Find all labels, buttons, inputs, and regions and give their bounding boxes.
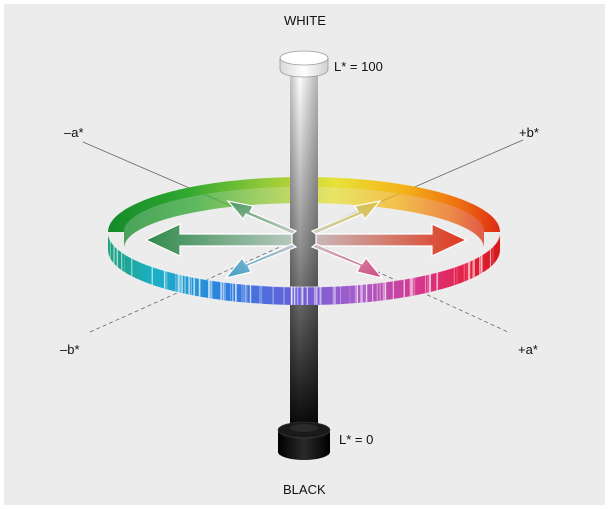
pos-a-label: +a* xyxy=(518,343,538,356)
arrow-pos-a xyxy=(316,224,466,256)
black-cylinder-base-icon xyxy=(278,422,330,460)
black-label: BLACK xyxy=(283,483,326,496)
arrow-lower-right xyxy=(312,244,382,278)
arrow-upper-left xyxy=(228,201,296,234)
l-max-label: L* = 100 xyxy=(334,60,383,73)
arrow-lower-left xyxy=(226,244,296,278)
lightness-column xyxy=(290,74,318,424)
white-label: WHITE xyxy=(284,14,326,27)
neg-a-label: –a* xyxy=(64,126,84,139)
arrow-upper-right xyxy=(312,201,380,234)
white-cylinder-cap-icon xyxy=(280,51,328,77)
l-min-label: L* = 0 xyxy=(339,433,373,446)
neg-b-label: –b* xyxy=(60,343,80,356)
pos-b-label: +b* xyxy=(519,126,539,139)
